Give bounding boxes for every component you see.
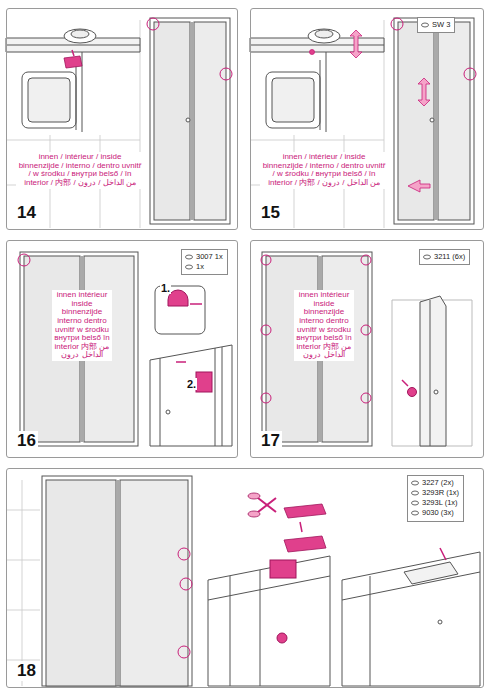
inside-note: innen / intérieur / inside binnenzijde /… xyxy=(16,152,144,189)
part-icon xyxy=(410,476,420,523)
inside-note: innen intérieur inside binnenzijde inter… xyxy=(52,290,112,361)
step-number: 1. xyxy=(160,282,171,294)
part-icon-shape xyxy=(412,501,419,505)
part-icon-shape xyxy=(186,255,193,259)
tool-box: SW 3 xyxy=(417,17,455,33)
inside-note: innen / intérieur / inside binnenzijde /… xyxy=(260,152,388,189)
part-icon xyxy=(184,250,194,276)
step-panel: 17 3211 (6x) xyxy=(250,240,484,458)
magenta-clip xyxy=(64,56,82,68)
step-panel: 18 3227 (2x)3293R (1x)3293L (1x)9030 (3x) xyxy=(6,468,484,688)
step-panel: 15 SW 3 xyxy=(250,8,484,230)
part-code: 1x xyxy=(196,262,223,272)
parts-box: 3227 (2x)3293R (1x)3293L (1x)9030 (3x) xyxy=(407,475,464,522)
step-number: 18 xyxy=(15,661,38,681)
part-icon-shape xyxy=(412,511,419,515)
step-panel: 14 xyxy=(6,8,238,230)
part-code: 3293R (1x) xyxy=(422,488,459,498)
part-icon-shape xyxy=(186,265,193,269)
panel-14-scene xyxy=(6,18,232,228)
panel-16-door xyxy=(18,252,138,446)
parts-box: 3211 (6x) xyxy=(419,249,470,265)
part-code: 3211 (6x) xyxy=(434,252,465,262)
panel-18-door xyxy=(6,476,192,686)
panel-15-scene xyxy=(250,18,476,228)
part-code: SW 3 xyxy=(432,20,450,30)
part-icon-shape xyxy=(424,255,431,259)
inside-note: innen intérieur inside binnenzijde inter… xyxy=(294,290,354,361)
step-number: 17 xyxy=(259,431,282,451)
part-code: 3227 (2x) xyxy=(422,478,459,488)
part-icon-shape xyxy=(412,481,419,485)
panel-18-rails xyxy=(208,548,480,686)
part-code: 3293L (1x) xyxy=(422,498,459,508)
step-panel: 16 3007 1x1x xyxy=(6,240,238,458)
panel-17-inset xyxy=(392,296,472,446)
step-number: 2. xyxy=(186,378,197,390)
part-icon xyxy=(422,250,432,266)
panel-16-insets xyxy=(150,286,232,446)
parts-box: 3007 1x1x xyxy=(181,249,228,275)
panel-18-parts xyxy=(248,493,326,552)
part-code: 9030 (3x) xyxy=(422,508,459,518)
step-number: 16 xyxy=(15,431,38,451)
part-icon xyxy=(420,18,430,34)
part-icon-shape xyxy=(412,491,419,495)
part-code: 3007 1x xyxy=(196,252,223,262)
part-icon-shape xyxy=(422,23,429,27)
step-number: 15 xyxy=(259,203,282,223)
panel-17-door xyxy=(261,252,372,446)
step-number: 14 xyxy=(15,203,38,223)
insert-arrow xyxy=(72,50,74,56)
